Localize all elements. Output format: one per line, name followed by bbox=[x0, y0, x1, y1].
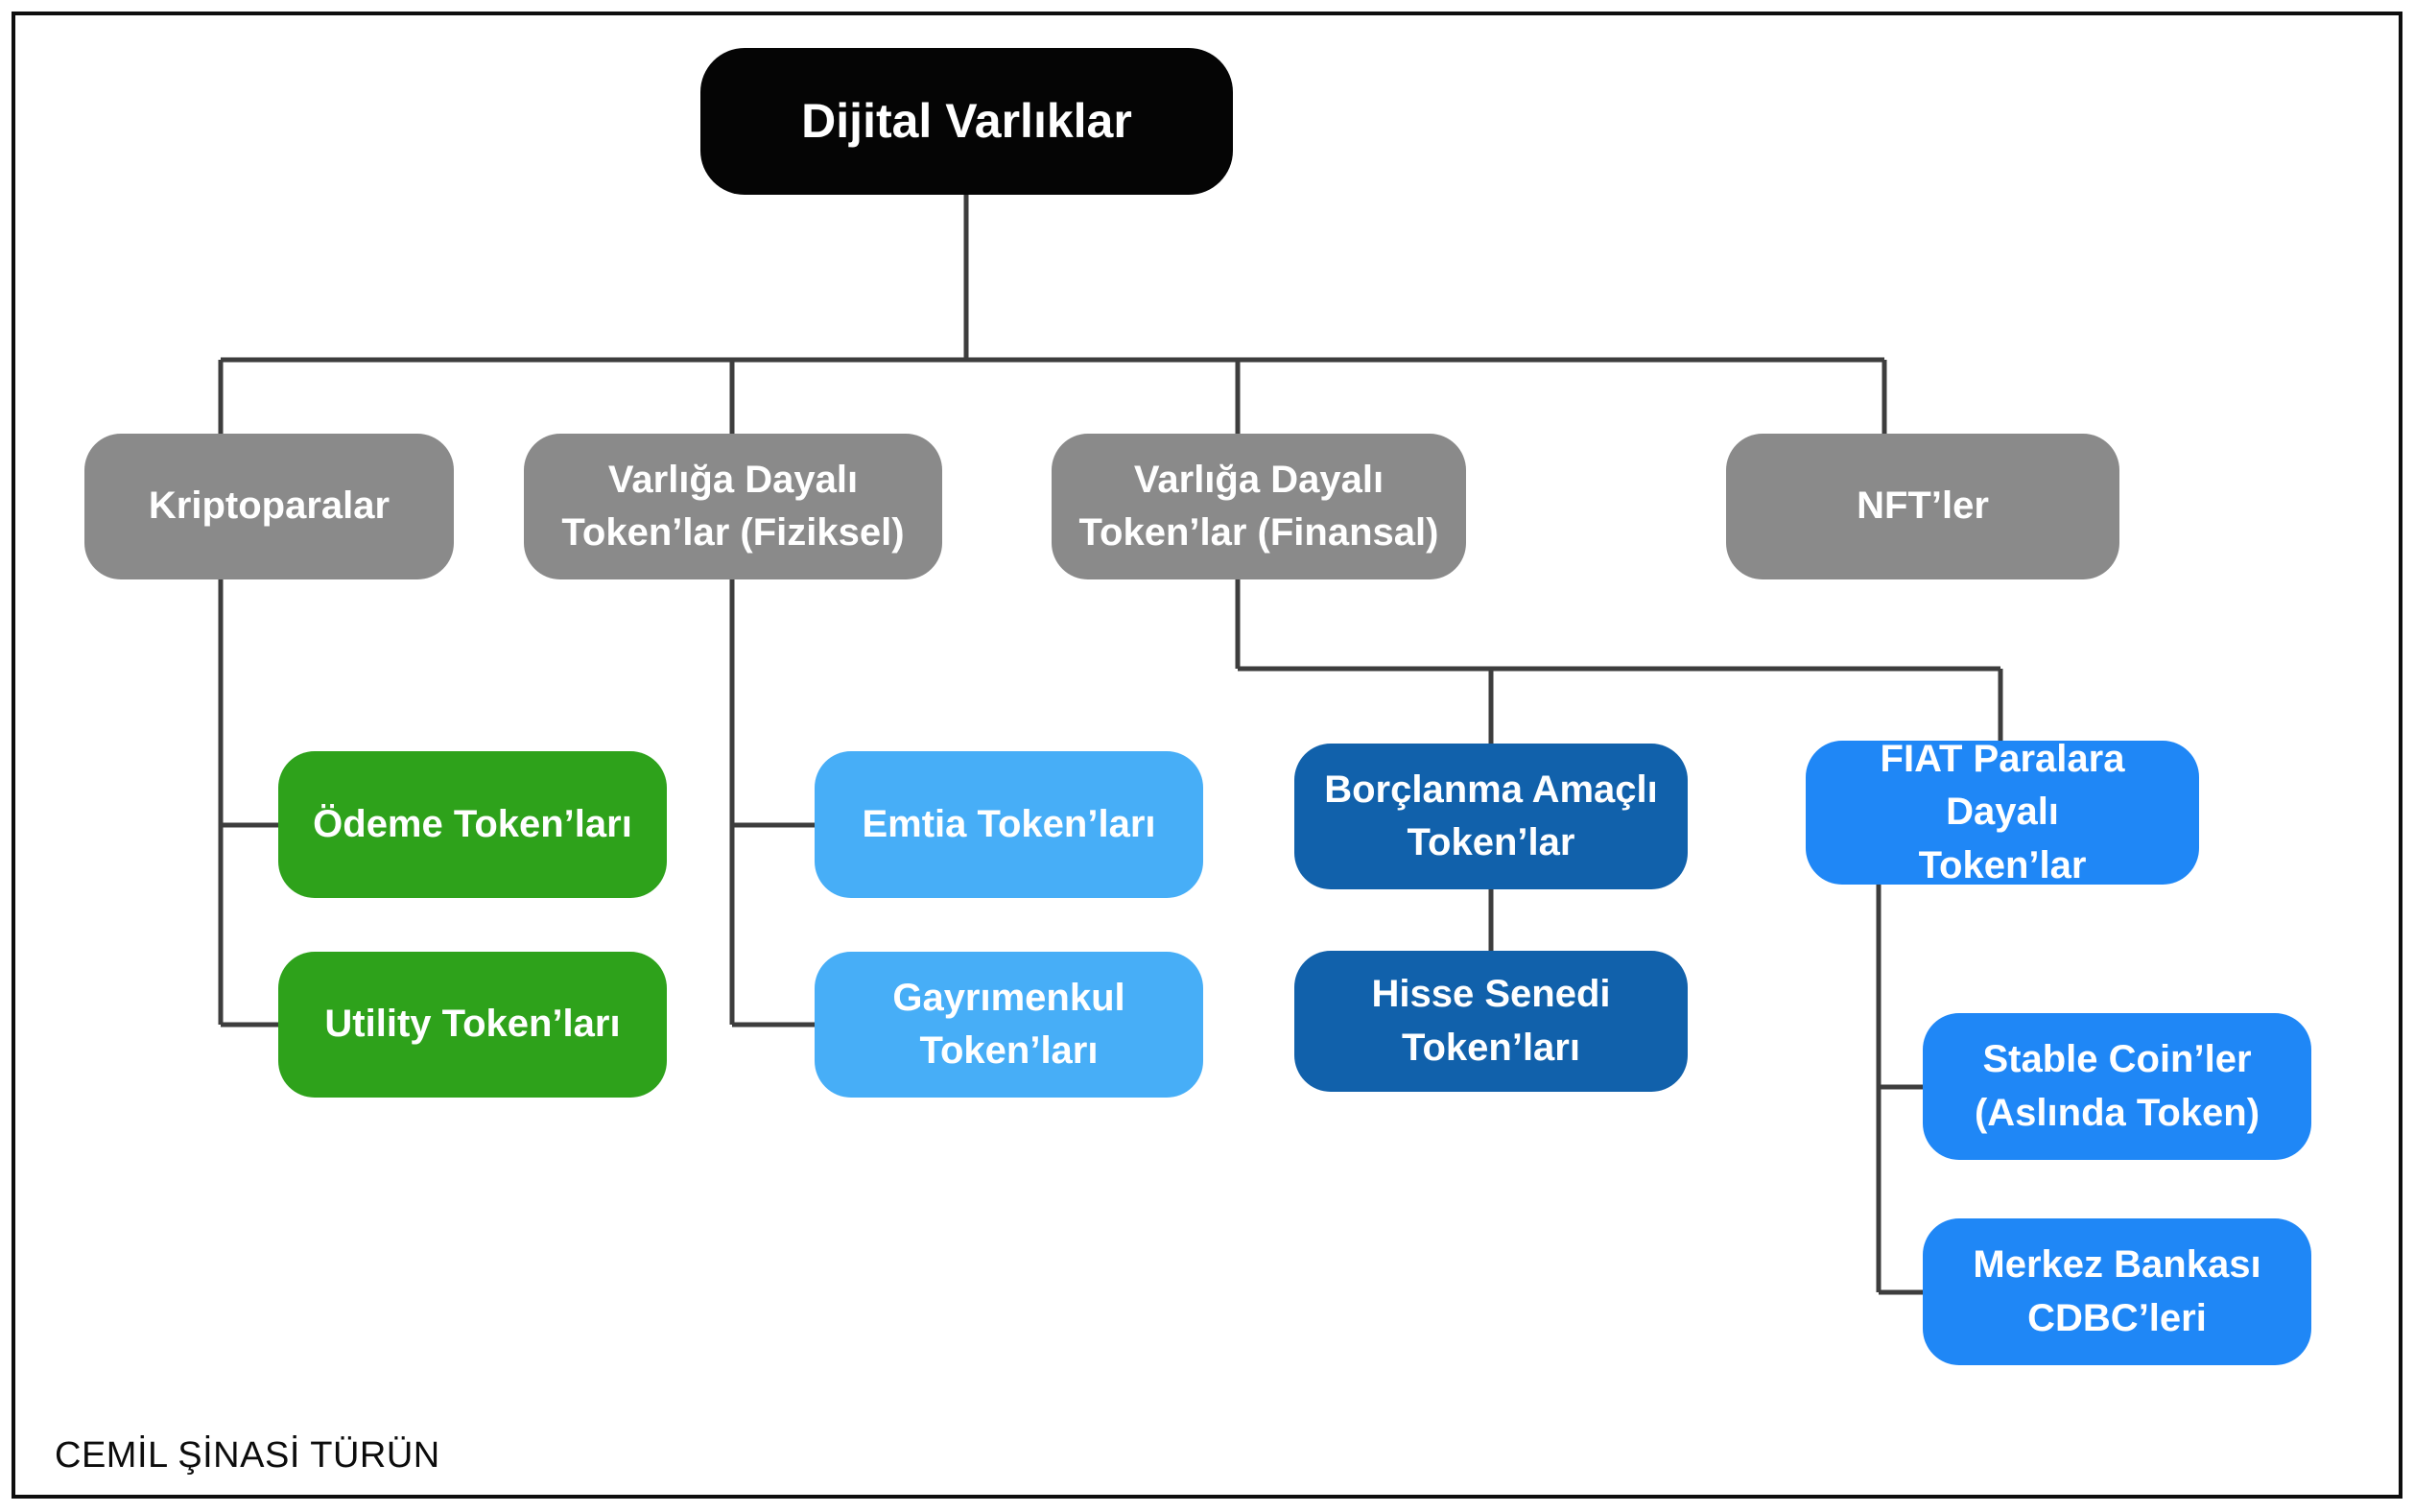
node-borclanma-amacli-tokenlar: Borçlanma Amaçlı Token’lar bbox=[1294, 744, 1688, 889]
node-varliga-dayali-finansal: Varlığa Dayalı Token’lar (Finansal) bbox=[1052, 434, 1466, 579]
node-kriptoparalar: Kriptoparalar bbox=[84, 434, 454, 579]
node-dijital-varliklar: Dijital Varlıklar bbox=[700, 48, 1233, 195]
node-merkez-bankasi-cdbcleri: Merkez Bankası CDBC’leri bbox=[1923, 1218, 2311, 1365]
node-varliga-dayali-fiziksel: Varlığa Dayalı Token’lar (Fiziksel) bbox=[524, 434, 942, 579]
node-fiat-paralara-dayali-tokenlar: FIAT Paralara Dayalı Token’lar bbox=[1806, 738, 2199, 886]
node-stable-coinler: Stable Coin’ler (Aslında Token) bbox=[1923, 1013, 2311, 1160]
node-emtia-tokenlari: Emtia Token’ları bbox=[815, 751, 1203, 898]
node-nftler: NFT’ler bbox=[1726, 434, 2119, 579]
node-gayrimenkul-tokenlari: Gayrımenkul Token’ları bbox=[815, 952, 1203, 1098]
credit-text: CEMİL ŞİNASİ TÜRÜN bbox=[55, 1435, 440, 1476]
node-utility-tokenlari: Utility Token’ları bbox=[278, 952, 667, 1098]
node-odeme-tokenlari: Ödeme Token’ları bbox=[278, 751, 667, 898]
node-hisse-senedi-tokenlari: Hisse Senedi Token’ları bbox=[1294, 951, 1688, 1092]
